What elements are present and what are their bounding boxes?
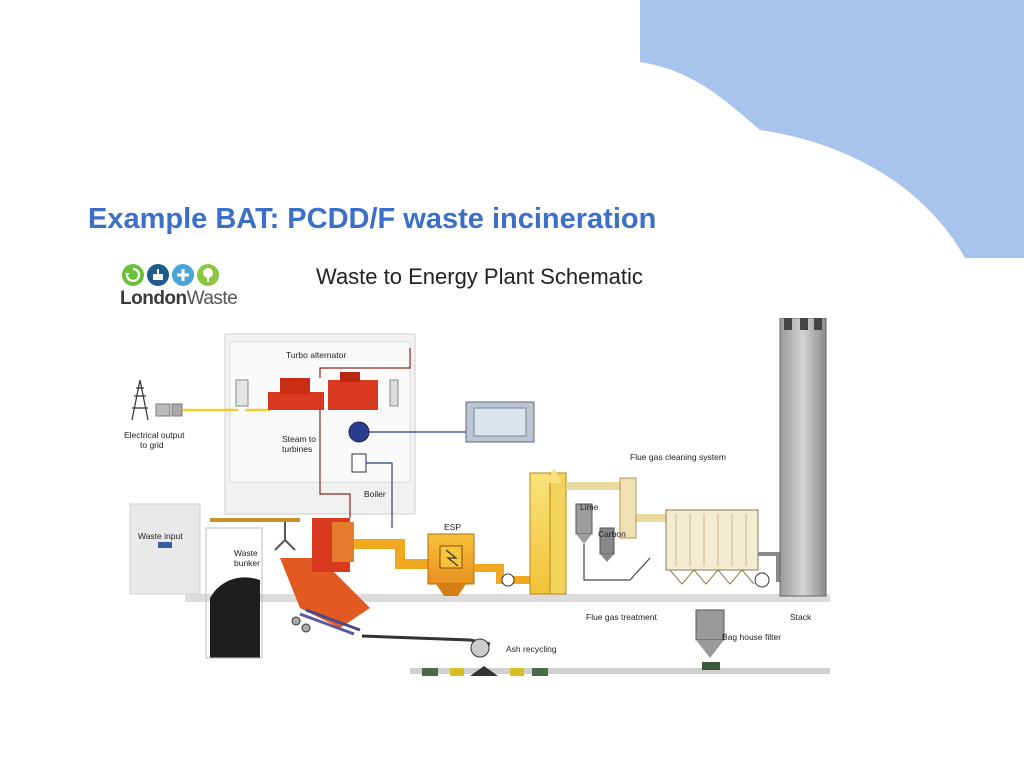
crane-rail — [210, 518, 300, 522]
label-waste: Waste — [234, 548, 258, 558]
crane-grab — [274, 522, 296, 551]
ash-drum — [470, 638, 490, 658]
transformer-2 — [171, 403, 183, 417]
label-carbon: Carbon — [598, 529, 626, 539]
water-pipe-2 — [366, 462, 393, 528]
label-turbo-alternator: Turbo alternator — [286, 350, 346, 360]
ground-floor — [185, 594, 830, 602]
stack — [779, 318, 827, 597]
ash-truck-2 — [450, 668, 464, 676]
induced-draft-fan — [501, 573, 515, 587]
esp-to-reactor-duct — [474, 564, 530, 584]
upflow-column — [619, 477, 637, 539]
ash-truck-3 — [510, 668, 524, 676]
label-waste-input: Waste input — [138, 531, 183, 541]
flue-duct — [354, 539, 430, 569]
ash-conveyor — [361, 634, 491, 646]
transformer — [155, 403, 171, 417]
reagent-line — [583, 544, 651, 581]
furnace — [280, 518, 370, 636]
label-to-grid: to grid — [140, 440, 164, 450]
label-flue-gas-treatment: Flue gas treatment — [586, 612, 658, 622]
waste-truck — [158, 542, 172, 548]
stack-fan — [754, 572, 770, 588]
condenser-unit — [389, 379, 399, 407]
ash-truck-1 — [422, 668, 438, 676]
schematic-title: Waste to Energy Plant Schematic — [316, 264, 643, 289]
label-steam-to: Steam to — [282, 434, 316, 444]
logo-wordmark: LondonWaste — [120, 288, 238, 310]
grate-roller-2 — [301, 623, 311, 633]
bunker-wall — [205, 527, 263, 659]
slide-title: Example BAT: PCDD/F waste incineration — [88, 203, 657, 235]
steam-drum — [348, 421, 370, 443]
reactor-tower — [529, 468, 567, 595]
label-electrical-output: Electrical output — [124, 430, 185, 440]
label-boiler: Boiler — [364, 489, 386, 499]
steam-pipe-2 — [319, 410, 351, 518]
label-flue-gas-cleaning: Flue gas cleaning system — [630, 452, 726, 462]
label-stack: Stack — [790, 612, 812, 622]
label-bunker: bunker — [234, 558, 260, 568]
plug-icon — [147, 264, 169, 286]
esp-unit — [427, 533, 475, 596]
plant-schematic: Turbo alternator Electrical output to gr… — [124, 318, 830, 676]
cooling-unit — [465, 401, 535, 443]
carbon-silo — [599, 527, 615, 562]
residue-hopper — [695, 609, 725, 658]
logo-word-waste: Waste — [186, 288, 238, 309]
tree-icon — [197, 264, 219, 286]
plus-icon — [172, 264, 194, 286]
economiser — [351, 453, 367, 473]
label-bag-house-filter: Bag house filter — [722, 632, 781, 642]
label-turbines: turbines — [282, 444, 312, 454]
turbo-alternator — [268, 372, 378, 410]
grate-roller — [291, 616, 301, 626]
label-esp: ESP — [444, 522, 461, 532]
bag-house-filter — [665, 509, 759, 585]
road — [410, 668, 830, 674]
logo-word-london: London — [120, 288, 187, 309]
waste-bunker — [210, 577, 260, 658]
recycle-icon — [122, 264, 144, 286]
londonwaste-logo: LondonWaste — [120, 262, 280, 314]
lime-silo — [575, 503, 593, 544]
switchgear — [235, 379, 249, 407]
steam-pipe — [319, 348, 411, 378]
label-ash-recycling: Ash recycling — [506, 644, 557, 654]
ash-truck-4 — [532, 668, 548, 676]
residue-truck — [702, 662, 720, 670]
ash-pile — [470, 666, 498, 676]
pylon-icon — [131, 379, 149, 421]
label-lime: Lime — [580, 502, 599, 512]
background-cloud-shape — [640, 0, 1024, 258]
waste-input-area — [129, 503, 201, 595]
